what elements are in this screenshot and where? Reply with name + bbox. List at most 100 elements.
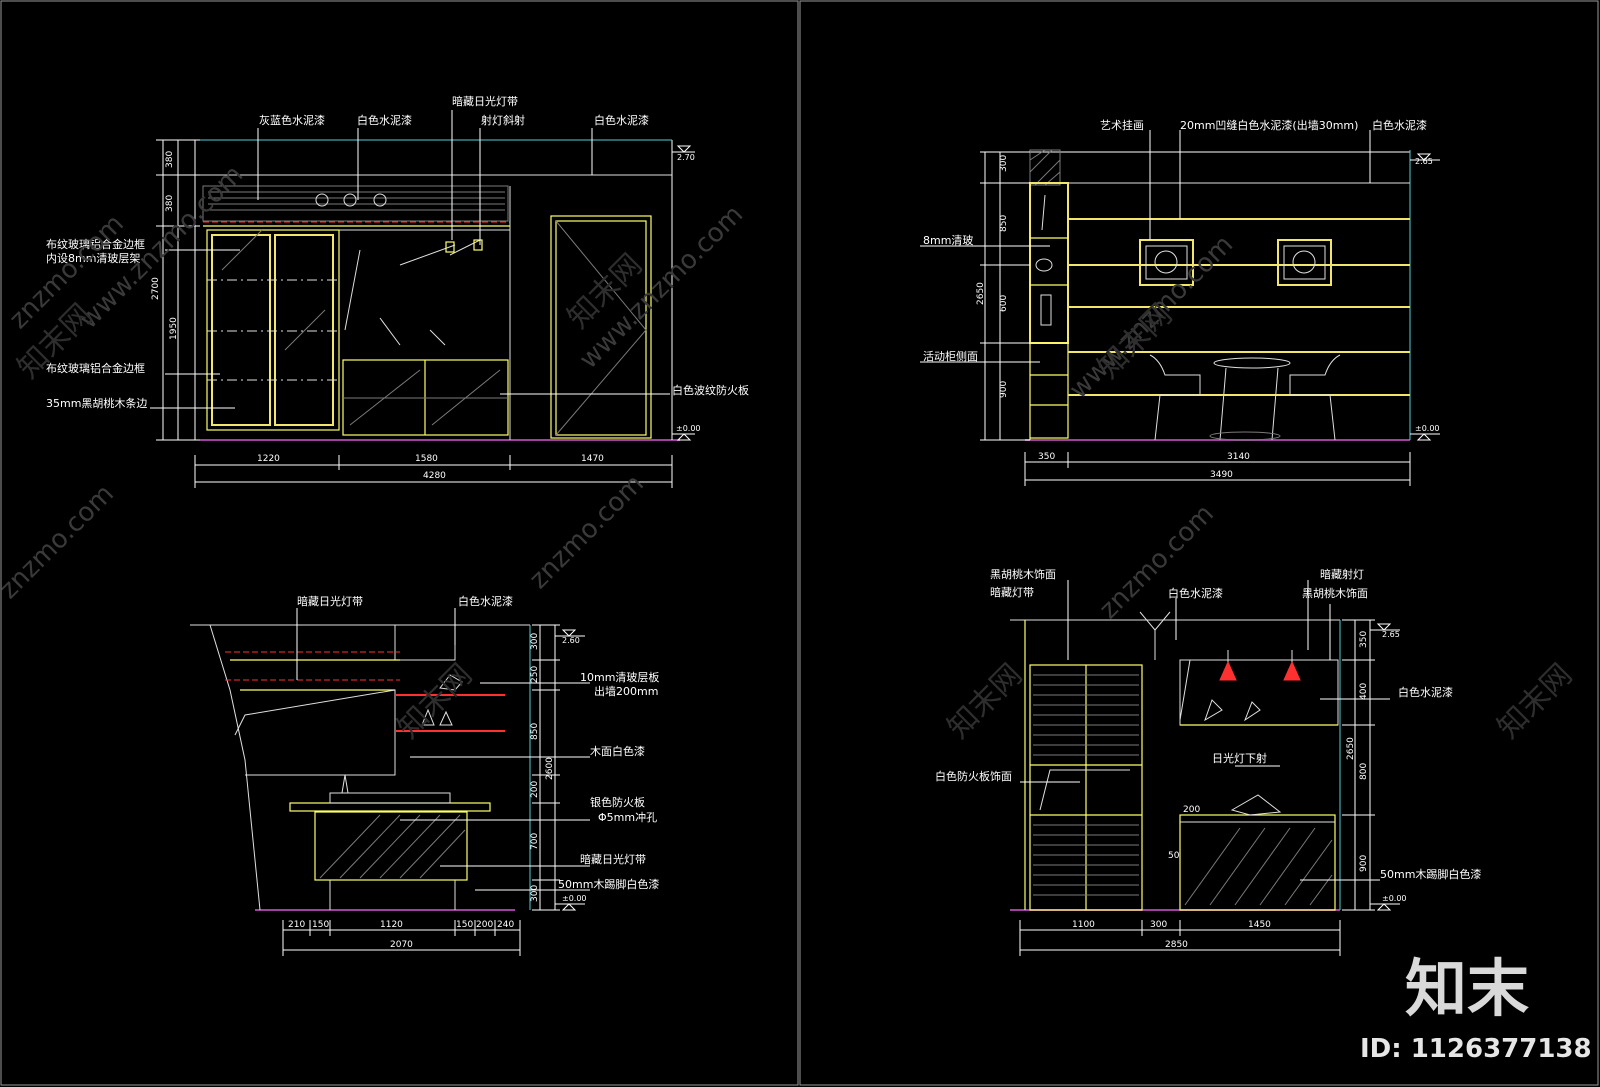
br-inner-dim-0: 200 bbox=[1183, 805, 1200, 815]
br-vdim-2: 800 bbox=[1359, 763, 1369, 780]
elevation-top-left bbox=[150, 110, 695, 488]
elevation-bottom-right bbox=[1010, 580, 1400, 956]
bl-vdim-2: 850 bbox=[530, 723, 540, 740]
chair-right bbox=[1289, 354, 1341, 441]
br-label-hidden-spot: 暗藏射灯 bbox=[1320, 567, 1364, 581]
br-hdim-1: 300 bbox=[1150, 920, 1167, 930]
spotlight-1 bbox=[1219, 660, 1237, 681]
br-vdim-3: 2650 bbox=[1346, 737, 1356, 760]
tl-hdim-1: 1580 bbox=[415, 454, 438, 464]
tl-level-top: 2.70 bbox=[677, 153, 695, 162]
bl-label-white-paint: 白色水泥漆 bbox=[458, 594, 513, 608]
bl-label-glass-shelf: 10mm清玻层板 bbox=[580, 670, 659, 684]
counter bbox=[1179, 814, 1336, 911]
br-level-top: 2.65 bbox=[1382, 630, 1400, 639]
tl-label-frame-1: 布纹玻璃铝合金边框 bbox=[46, 237, 145, 251]
tr-level-bottom: ±0.00 bbox=[1415, 424, 1440, 433]
door bbox=[550, 215, 652, 439]
bl-label-hidden-light-2: 暗藏日光灯带 bbox=[580, 852, 646, 866]
tl-label-glass-shelf: 内设8mm清玻层架 bbox=[46, 251, 140, 265]
br-vdim-4: 900 bbox=[1359, 855, 1369, 872]
tr-label-mobile-cabinet: 活动柜侧面 bbox=[923, 350, 978, 363]
tl-label-hidden-light-strip: 暗藏日光灯带 bbox=[452, 94, 518, 108]
tl-vdim-0: 380 bbox=[165, 151, 175, 168]
tl-label-frame-2: 布纹玻璃铝合金边框 bbox=[46, 361, 145, 375]
counter-body bbox=[314, 811, 468, 881]
bl-hdim-1: 150 bbox=[312, 920, 329, 930]
bl-vdim-3: 2600 bbox=[545, 757, 555, 780]
tl-level-bottom: ±0.00 bbox=[676, 424, 701, 433]
tr-vdim-2: 600 bbox=[999, 295, 1009, 312]
bl-hdim-2: 1120 bbox=[380, 920, 403, 930]
br-hdim-0: 1100 bbox=[1072, 920, 1095, 930]
tr-total: 3490 bbox=[1210, 470, 1233, 480]
tr-label-art-painting: 艺术挂画 bbox=[1100, 118, 1144, 132]
bl-vdim-6: 300 bbox=[530, 885, 540, 902]
bl-label-wall-offset: 出墙200mm bbox=[594, 684, 658, 698]
tl-vdim-1: 380 bbox=[165, 195, 175, 212]
br-vdim-0: 350 bbox=[1359, 631, 1369, 648]
tl-label-walnut-strip: 35mm黑胡桃木条边 bbox=[46, 396, 147, 410]
bl-hdim-0: 210 bbox=[288, 920, 305, 930]
elevation-top-right bbox=[920, 130, 1440, 486]
br-level-bottom: ±0.00 bbox=[1382, 894, 1407, 903]
bl-vdim-4: 200 bbox=[530, 781, 540, 798]
tr-vdim-3: 2650 bbox=[976, 282, 986, 305]
tr-label-white-paint: 白色水泥漆 bbox=[1372, 118, 1427, 132]
tl-hdim-0: 1220 bbox=[257, 454, 280, 464]
bl-vdim-1: 250 bbox=[530, 666, 540, 683]
br-label-fluorescent: 日光灯下射 bbox=[1212, 751, 1267, 765]
spotlight-2 bbox=[1283, 660, 1301, 681]
bl-hdim-5: 240 bbox=[497, 920, 514, 930]
br-label-walnut-2: 黑胡桃木饰面 bbox=[1302, 586, 1368, 600]
tl-label-fireproof-board: 白色波纹防火板 bbox=[672, 383, 749, 397]
br-label-white-paint: 白色水泥漆 bbox=[1168, 586, 1223, 600]
tl-label-spotlight: 射灯斜射 bbox=[481, 113, 525, 127]
bl-label-punch-hole: Φ5mm冲孔 bbox=[598, 810, 657, 824]
tl-total: 4280 bbox=[423, 471, 446, 481]
tl-label-white-paint-2: 白色水泥漆 bbox=[594, 113, 649, 127]
bl-hdim-4: 200 bbox=[476, 920, 493, 930]
soffit bbox=[202, 185, 509, 222]
bl-vdim-5: 700 bbox=[530, 833, 540, 850]
bl-label-wood-white: 木面白色漆 bbox=[590, 744, 645, 758]
sheet-frame-left bbox=[0, 0, 799, 1086]
bl-level-top: 2.60 bbox=[562, 636, 580, 645]
br-label-skirting: 50mm木踢脚白色漆 bbox=[1380, 867, 1481, 881]
br-label-hidden-strip: 暗藏灯带 bbox=[990, 585, 1034, 599]
bl-label-silver-board: 银色防火板 bbox=[590, 795, 645, 809]
bl-vdim-0: 300 bbox=[530, 633, 540, 650]
br-label-fireproof: 白色防火板饰面 bbox=[935, 769, 1012, 783]
bl-total: 2070 bbox=[390, 940, 413, 950]
br-hdim-2: 1450 bbox=[1248, 920, 1271, 930]
tr-vdim-1: 850 bbox=[999, 215, 1009, 232]
bl-hdim-3: 150 bbox=[456, 920, 473, 930]
tl-vdim-2: 2700 bbox=[151, 277, 161, 300]
chair-left bbox=[1149, 354, 1201, 441]
tr-label-groove-paint: 20mm凹缝白色水泥漆(出墙30mm) bbox=[1180, 118, 1358, 132]
dining-table bbox=[1213, 357, 1291, 369]
bl-level-bottom: ±0.00 bbox=[562, 894, 587, 903]
tl-label-white-paint-1: 白色水泥漆 bbox=[357, 113, 412, 127]
tr-level-top: 2.65 bbox=[1415, 157, 1433, 166]
br-inner-dim-1: 50 bbox=[1168, 851, 1180, 861]
brand-logo: 知末 bbox=[1405, 952, 1529, 1025]
resource-id: ID: 1126377138 bbox=[1360, 1034, 1592, 1064]
side-wall bbox=[209, 624, 261, 911]
tl-hdim-2: 1470 bbox=[581, 454, 604, 464]
painting-2 bbox=[1277, 239, 1332, 286]
bl-label-hidden-light: 暗藏日光灯带 bbox=[297, 594, 363, 608]
br-vdim-1: 400 bbox=[1359, 683, 1369, 700]
elevation-bottom-left bbox=[190, 608, 590, 956]
tr-label-clear-glass: 8mm清玻 bbox=[923, 234, 973, 247]
sheet-frame-right bbox=[799, 0, 1599, 1086]
tr-hdim-0: 350 bbox=[1038, 452, 1055, 462]
br-label-walnut-1: 黑胡桃木饰面 bbox=[990, 567, 1056, 581]
br-label-white-paint-2: 白色水泥漆 bbox=[1398, 685, 1453, 699]
tl-label-grey-blue-paint: 灰蓝色水泥漆 bbox=[259, 113, 325, 127]
bl-label-skirting: 50mm木踢脚白色漆 bbox=[558, 877, 659, 891]
tr-hdim-1: 3140 bbox=[1227, 452, 1250, 462]
br-total: 2850 bbox=[1165, 940, 1188, 950]
tr-vdim-0: 300 bbox=[999, 155, 1009, 172]
